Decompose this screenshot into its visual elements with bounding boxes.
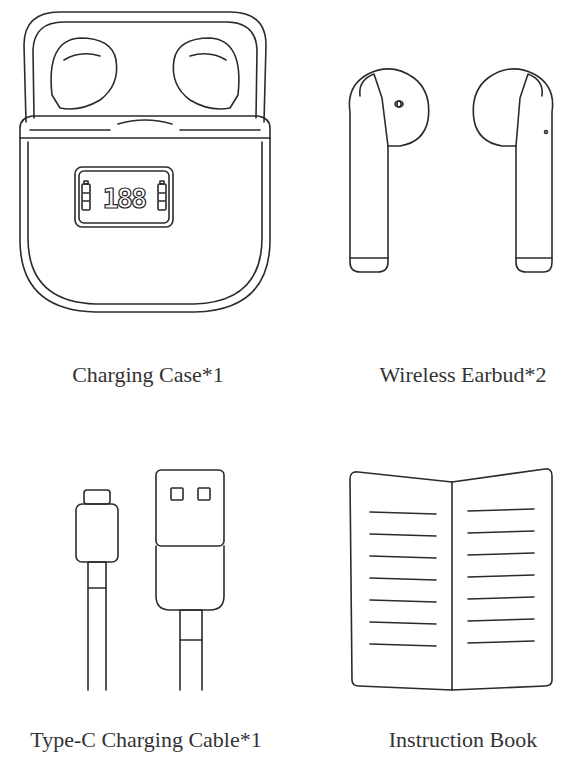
text-line xyxy=(370,556,436,558)
text-line xyxy=(370,622,436,624)
part-caption: Wireless Earbud*2 xyxy=(379,362,546,388)
text-line xyxy=(370,534,436,536)
text-line xyxy=(468,641,534,643)
part-caption: Instruction Book xyxy=(389,727,538,753)
text-line xyxy=(370,644,436,646)
text-line xyxy=(468,531,534,533)
text-line xyxy=(468,597,534,599)
text-line xyxy=(468,509,534,511)
part-caption: Type-C Charging Cable*1 xyxy=(30,727,261,753)
wireless-earbud xyxy=(349,69,428,272)
text-line xyxy=(370,512,436,514)
text-line xyxy=(370,600,436,602)
display-digits: 188 xyxy=(103,183,146,214)
text-line xyxy=(468,575,534,577)
instruction-book xyxy=(350,469,552,690)
wireless-earbud xyxy=(473,69,552,272)
usb-a-plug xyxy=(156,470,224,690)
charging-case xyxy=(20,12,270,312)
text-line xyxy=(370,578,436,580)
type-c-plug xyxy=(76,490,118,690)
part-caption: Charging Case*1 xyxy=(72,362,224,388)
text-line xyxy=(468,619,534,621)
text-line xyxy=(468,553,534,555)
